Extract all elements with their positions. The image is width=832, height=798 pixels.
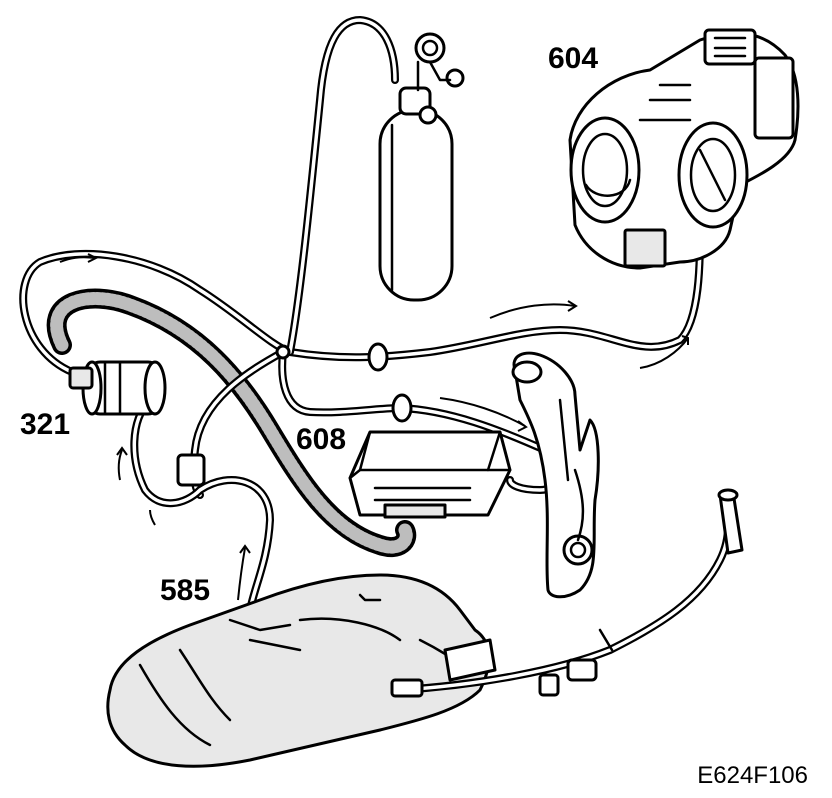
figure-code: E624F106 [697,762,808,789]
breather-hose [46,288,417,558]
line-connectors [176,342,413,487]
control-module-608 [348,430,512,519]
canister-321 [68,360,167,416]
valve-bracket [511,351,600,599]
callout-321: 321 [20,408,71,441]
callout-608: 608 [296,423,347,456]
callout-604: 604 [548,42,599,75]
test-cylinder [378,32,465,302]
throttle-body-604 [568,28,800,270]
callout-585: 585 [160,574,211,607]
flow-arrows [59,253,689,601]
filler-neck [390,488,744,698]
fuel-tank-585 [106,573,497,768]
